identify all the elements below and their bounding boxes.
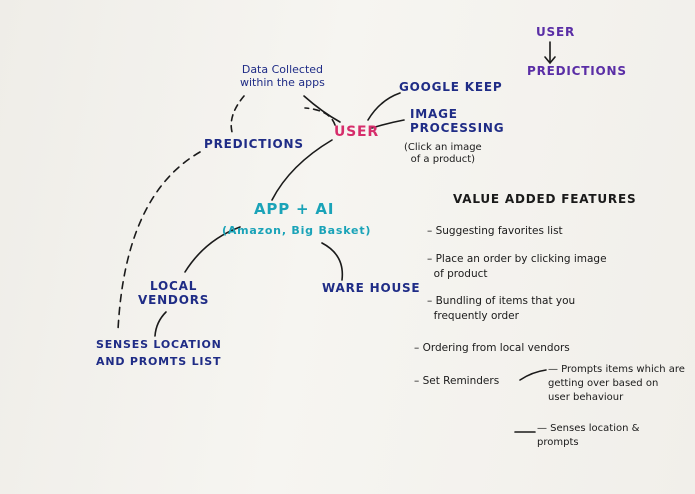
node-image-processing: IMAGE PROCESSING xyxy=(410,107,505,135)
value-item-1: – Suggesting favorites list xyxy=(427,225,563,237)
value-item-3: – Bundling of items that you frequently … xyxy=(427,295,576,323)
legend-predictions: PREDICTIONS xyxy=(527,64,627,78)
node-data-collected: Data Collected within the apps xyxy=(240,63,325,89)
edge-user-image-processing xyxy=(371,119,405,129)
node-predictions: PREDICTIONS xyxy=(204,137,304,151)
reminder-branch-upper xyxy=(519,369,547,381)
edge-user-app xyxy=(271,139,333,201)
node-google-keep: GOOGLE KEEP xyxy=(399,80,503,94)
node-app-ai-examples: (Amazon, Big Basket) xyxy=(222,224,372,237)
edge-vendors-senses xyxy=(154,311,167,337)
edge-app-vendors xyxy=(184,226,241,273)
node-senses-location: SENSES LOCATION AND PROMTS LIST xyxy=(96,338,222,369)
node-app-ai: APP + AI xyxy=(254,200,335,218)
value-item-5: – Set Reminders xyxy=(414,375,500,387)
edge-user-google-keep xyxy=(367,92,401,121)
reminder-detail-1: — Prompts items which are getting over b… xyxy=(548,364,685,403)
edge-data-predictions-dashed xyxy=(230,95,245,133)
reminder-detail-2: — Senses location & prompts xyxy=(537,423,640,448)
legend-user: USER xyxy=(536,25,576,39)
edge-user-data-collected xyxy=(303,95,341,123)
arrow-head xyxy=(544,56,556,65)
edge-app-warehouse xyxy=(321,242,344,281)
node-image-processing-note: (Click an image of a product) xyxy=(404,142,482,165)
node-user: USER xyxy=(334,124,379,140)
node-warehouse: WARE HOUSE xyxy=(322,281,421,295)
value-item-2: – Place an order by clicking image of pr… xyxy=(427,253,607,281)
value-item-4: – Ordering from local vendors xyxy=(414,342,570,354)
node-local-vendors: LOCAL VENDORS xyxy=(138,279,210,307)
value-added-title: VALUE ADDED FEATURES xyxy=(453,192,637,206)
edge-predictions-senses-dashed xyxy=(117,151,201,331)
